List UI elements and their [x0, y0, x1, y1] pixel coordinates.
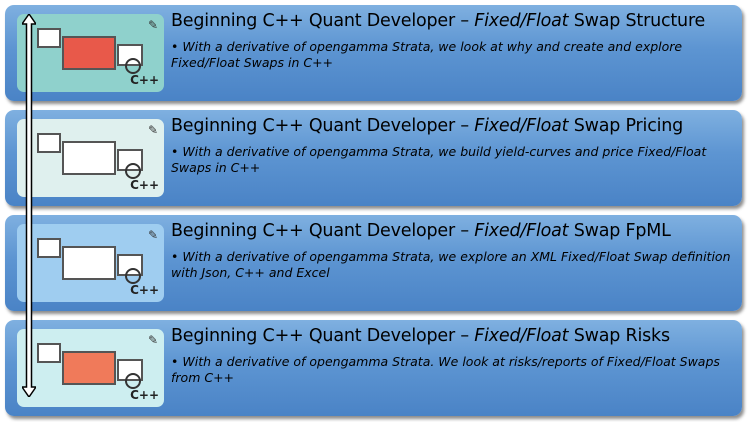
course-description: With a derivative of opengamma Strata, w…	[171, 249, 731, 281]
course-thumbnail: ✎ C++	[17, 224, 164, 302]
course-title: Beginning C++ Quant Developer – Fixed/Fl…	[171, 221, 671, 241]
course-title: Beginning C++ Quant Developer – Fixed/Fl…	[171, 11, 706, 31]
course-description: With a derivative of opengamma Strata. W…	[171, 354, 731, 386]
magnifier-icon	[125, 58, 141, 74]
laptop-icon	[62, 351, 116, 385]
desk-person-icon: ✎	[147, 123, 158, 137]
course-panel[interactable]: ✎ C++ Beginning C++ Quant Developer – Fi…	[5, 215, 742, 311]
course-title: Beginning C++ Quant Developer – Fixed/Fl…	[171, 116, 684, 136]
cpp-logo: C++	[130, 178, 159, 192]
laptop-icon	[62, 36, 116, 70]
desk-person-icon: ✎	[147, 333, 158, 347]
double-arrow-icon	[22, 14, 36, 397]
cpp-logo: C++	[130, 388, 159, 402]
laptop-icon	[62, 246, 116, 280]
course-thumbnail: ✎ C++	[17, 119, 164, 197]
course-description: With a derivative of opengamma Strata, w…	[171, 39, 731, 71]
course-description: With a derivative of opengamma Strata, w…	[171, 144, 731, 176]
magnifier-icon	[125, 163, 141, 179]
magnifier-icon	[125, 268, 141, 284]
cpp-logo: C++	[130, 73, 159, 87]
course-panel[interactable]: ✎ C++ Beginning C++ Quant Developer – Fi…	[5, 110, 742, 206]
course-thumbnail: ✎ C++	[17, 14, 164, 92]
course-panel[interactable]: ✎ C++ Beginning C++ Quant Developer – Fi…	[5, 320, 742, 416]
course-thumbnail: ✎ C++	[17, 329, 164, 407]
cpp-logo: C++	[130, 283, 159, 297]
magnifier-icon	[125, 373, 141, 389]
chart-card-icon	[37, 343, 61, 363]
course-title: Beginning C++ Quant Developer – Fixed/Fl…	[171, 326, 670, 346]
chart-card-icon	[37, 238, 61, 258]
laptop-icon	[62, 141, 116, 175]
chart-card-icon	[37, 133, 61, 153]
chart-card-icon	[37, 28, 61, 48]
desk-person-icon: ✎	[147, 18, 158, 32]
course-panel[interactable]: ✎ C++ Beginning C++ Quant Developer – Fi…	[5, 5, 742, 101]
desk-person-icon: ✎	[147, 228, 158, 242]
